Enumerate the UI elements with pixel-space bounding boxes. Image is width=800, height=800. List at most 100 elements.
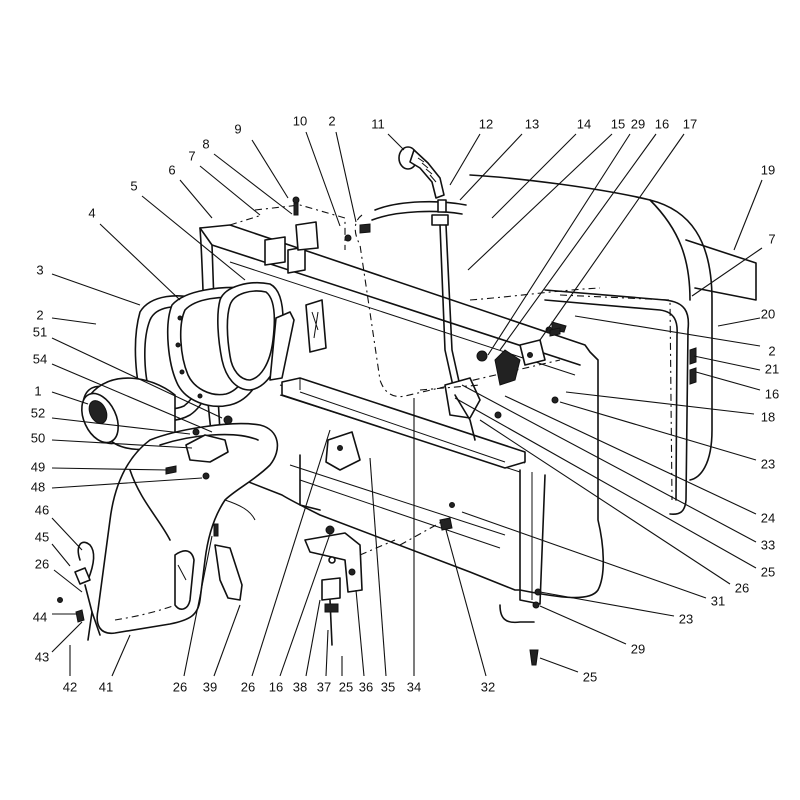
lower-bracket [304,525,396,646]
part-label-l19: 19 [761,162,775,177]
part-label-l26d: 26 [35,556,49,571]
part-label-l26a: 26 [735,580,749,595]
leader-line-l7b [691,247,763,297]
part-label-l15: 15 [611,116,625,131]
leader-line-l29a [487,133,631,356]
leader-line-l24 [504,395,757,515]
leader-lines [51,131,763,677]
part-label-l44: 44 [33,609,47,624]
hinge-pin [57,541,101,641]
part-label-l41: 41 [99,679,113,694]
leader-line-l10 [305,131,341,227]
bag-housing [469,174,713,501]
part-label-l2a: 2 [36,307,43,322]
leader-line-l29b [539,605,627,645]
part-label-l12: 12 [479,116,493,131]
leader-line-l51 [51,337,223,419]
leader-line-l54 [51,363,213,433]
part-label-l16a: 16 [655,116,669,131]
leader-line-l16b [695,371,761,391]
part-label-l54: 54 [33,351,47,366]
rail-clip [325,431,361,471]
part-label-l26b: 26 [241,679,255,694]
part-label-l32: 32 [481,679,495,694]
leader-line-l4 [99,223,181,301]
deflector-plate [214,544,243,601]
part-label-l20: 20 [761,306,775,321]
leader-line-l12 [449,133,481,186]
adapter-ring [81,377,176,451]
leader-line-l16c [279,533,331,677]
part-label-l35: 35 [381,679,395,694]
leader-line-l49 [51,467,169,471]
leader-line-l48 [51,477,203,489]
leader-line-l2a [51,317,97,325]
leader-line-l21 [693,355,761,371]
part-label-l10: 10 [293,113,307,128]
part-label-l17: 17 [683,116,697,131]
leader-line-l5 [141,195,246,281]
leader-line-l38 [305,599,321,677]
leader-line-l26d [53,569,83,593]
leader-line-l1 [51,391,89,405]
part-label-l21: 21 [765,361,779,376]
leader-line-l26b [251,429,331,677]
part-label-l16c: 16 [269,679,283,694]
part-label-l29b: 29 [631,641,645,656]
part-label-l9: 9 [234,121,241,136]
leader-line-l36 [355,589,365,677]
part-label-l6: 6 [168,162,175,177]
part-label-l39: 39 [203,679,217,694]
main-frame [199,224,605,605]
part-label-l2c: 2 [768,343,775,358]
part-label-l43: 43 [35,649,49,664]
leader-line-l41 [111,634,131,677]
leader-line-l39 [213,604,241,677]
part-label-l25c: 25 [339,679,353,694]
part-label-l24: 24 [761,510,775,525]
part-label-l23a: 23 [761,456,775,471]
part-label-l46: 46 [35,502,49,517]
leader-line-l35 [369,457,387,677]
leader-line-l17 [539,133,685,341]
leader-line-l43 [51,621,83,653]
part-label-l48: 48 [31,479,45,494]
leader-line-l19 [733,179,763,251]
leader-line-l3 [51,273,141,306]
part-label-l52: 52 [31,405,45,420]
leader-line-l18 [565,391,755,415]
leader-line-l23b [539,591,675,617]
side-clip-lower [689,367,697,385]
leader-line-l26c [183,535,213,677]
part-label-l11: 11 [371,116,385,131]
part-label-l42: 42 [63,679,77,694]
leader-line-l25a [454,397,757,569]
part-label-l8: 8 [202,136,209,151]
leader-line-l14 [491,133,577,219]
leader-line-l45 [51,543,71,567]
leader-line-l8 [213,153,293,215]
part-label-l38: 38 [293,679,307,694]
part-label-l50: 50 [31,430,45,445]
part-label-l36: 36 [359,679,373,694]
leader-line-l26a [479,419,731,585]
top-brackets [229,196,561,358]
leader-line-l33 [461,384,757,543]
leader-line-l2c [574,315,761,347]
leader-line-l13 [459,133,523,201]
leader-line-l6 [179,179,213,219]
part-label-l25a: 25 [761,564,775,579]
part-label-l23b: 23 [679,611,693,626]
latch-assembly [439,321,567,666]
side-clip [689,347,697,365]
handle-lever [398,146,463,396]
part-label-l16b: 16 [765,386,779,401]
leader-line-l50 [51,439,193,449]
part-label-l7a: 7 [188,148,195,163]
part-label-l4: 4 [88,205,95,220]
part-label-l45: 45 [35,529,49,544]
discharge-chute [96,422,279,635]
